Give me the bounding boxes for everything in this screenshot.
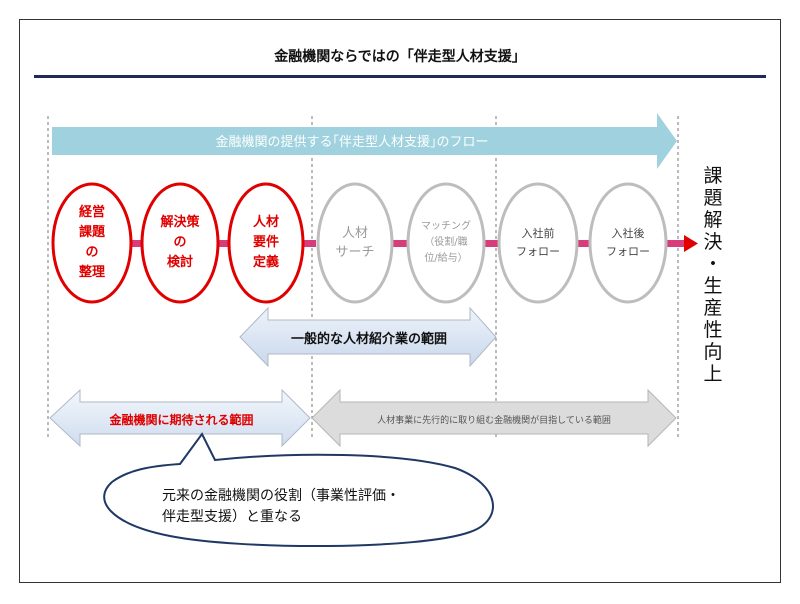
stage-label: 入社前 フォロー — [516, 227, 560, 258]
stage-circle-solution — [140, 182, 220, 304]
general-scope-arrow — [239, 306, 497, 368]
stage-label: 経営 課題 の 整理 — [78, 205, 105, 280]
stage-circle-post-join — [588, 182, 668, 304]
stage-circle-requirements — [227, 182, 305, 304]
stage-label: マッチング （役割/職 位/給与） — [421, 221, 471, 264]
general-scope-label: 一般的な人材紹介業の範囲 — [290, 332, 447, 347]
slide-title: 金融機関ならではの「伴走型人材支援」 — [274, 49, 526, 65]
stage-label: 人材 サーチ — [335, 226, 375, 260]
stage-connector — [218, 240, 230, 247]
stage-circle-business-issues — [51, 182, 133, 304]
stage-circle-matching — [406, 182, 486, 304]
advanced-scope-arrow — [311, 388, 677, 448]
callout-bubble — [103, 432, 494, 548]
result-arrowhead — [684, 235, 698, 252]
stage-connector — [577, 240, 589, 247]
expected-scope-label: 金融機関に期待される範囲 — [109, 413, 254, 427]
stage-connector — [302, 240, 316, 247]
flow-arrow-label: 金融機関の提供する｢伴走型人材支援｣のフロー — [215, 135, 489, 150]
stage-connector — [130, 240, 144, 247]
stage-label: 解決策 の 検討 — [160, 215, 200, 270]
stage-connector — [485, 240, 499, 247]
expected-scope-arrow — [49, 388, 311, 448]
stage-circle-search — [316, 182, 394, 304]
title-underline — [34, 75, 766, 78]
stage-connector — [393, 240, 407, 247]
advanced-scope-label: 人材事業に先行的に取り組む金融機関が目指している範囲 — [377, 416, 611, 426]
stage-label: 入社後 フォロー — [606, 227, 650, 258]
flow-arrow — [52, 113, 677, 169]
stage-circle-pre-join — [497, 182, 579, 304]
stage-label: 人材 要件 定義 — [252, 215, 279, 270]
result-label: 課 題 解 決 ・ 生 産 性 向 上 — [703, 165, 723, 385]
result-connector — [666, 240, 686, 247]
callout-text: 元来の金融機関の役割（事業性評価・ 伴走型支援）と重なる — [162, 488, 400, 525]
slide-frame — [19, 19, 781, 583]
